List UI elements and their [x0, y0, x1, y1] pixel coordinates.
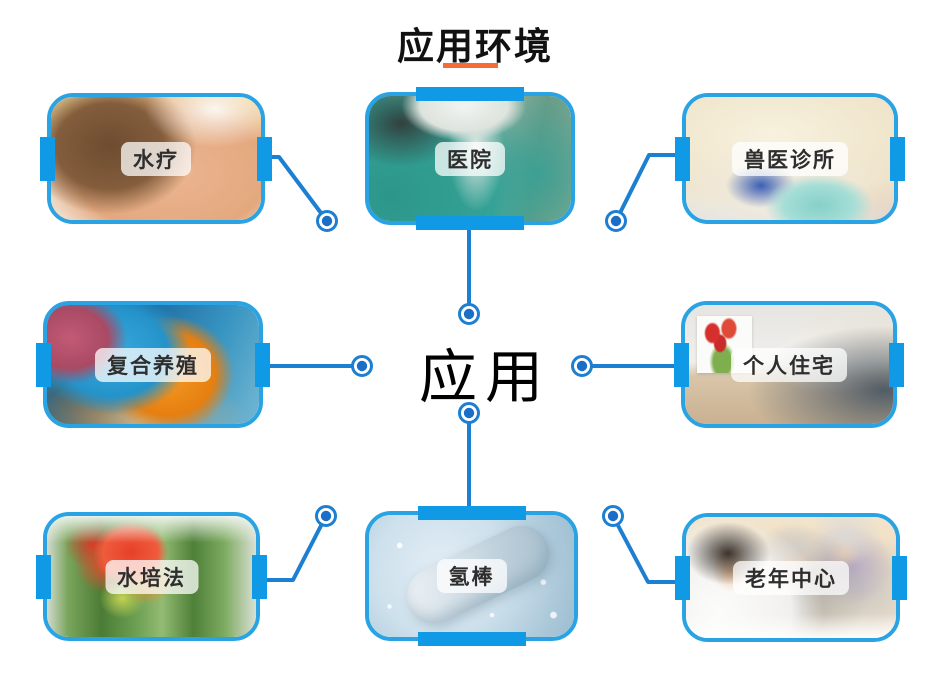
connector-dot [316, 210, 338, 232]
connector-dot [605, 210, 627, 232]
hydroponics-photo-frame [43, 512, 260, 641]
connector-tab-left [36, 342, 51, 387]
connector-tab-right [257, 136, 272, 181]
connector-line-spa [268, 155, 329, 223]
card-label-residence: 个人住宅 [731, 347, 847, 382]
residence-photo-frame [681, 301, 897, 428]
card-label-senior-center: 老年中心 [733, 560, 849, 595]
card-label-hydrogen-rod: 氢棒 [436, 559, 507, 593]
connector-tab-right [252, 554, 267, 599]
card-label-hydroponics: 水培法 [105, 559, 198, 594]
connector-tab-left [675, 136, 690, 181]
app-card-hydroponics: 水培法 [36, 512, 267, 641]
card-label-spa: 水疗 [121, 141, 191, 176]
vet-photo-frame [682, 93, 898, 224]
connector-dot [571, 355, 593, 377]
app-card-residence: 个人住宅 [674, 301, 904, 428]
connector-tab-right [889, 342, 904, 387]
residence-photo [685, 305, 893, 424]
connector-dot [602, 505, 624, 527]
app-card-senior-center: 老年中心 [675, 513, 907, 642]
app-card-hospital: 医院 [365, 87, 575, 230]
app-card-hydrogen-rod: 氢棒 [365, 506, 578, 646]
connector-dot [315, 505, 337, 527]
connector-tab-bottom [417, 632, 526, 646]
connector-tab-left [40, 136, 55, 181]
app-card-vet-clinic: 兽医诊所 [675, 93, 905, 224]
connector-tab-right [890, 136, 905, 181]
card-label-aquaculture: 复合养殖 [95, 347, 211, 382]
hydrogen-rod-photo-frame [365, 511, 578, 641]
app-card-aquaculture: 复合养殖 [36, 301, 270, 428]
connector-line-vet [614, 153, 681, 222]
card-label-vet-clinic: 兽医诊所 [732, 141, 848, 176]
tulip-artwork [697, 315, 752, 373]
connector-line-senior [611, 515, 684, 584]
connector-tab-right [892, 555, 907, 600]
connector-tab-right [255, 342, 270, 387]
connector-dot [351, 355, 373, 377]
title-underline [443, 63, 498, 68]
connector-tab-left [36, 554, 51, 599]
app-card-spa: 水疗 [40, 93, 272, 224]
connector-tab-bottom [416, 216, 524, 230]
connector-dot [458, 303, 480, 325]
connector-tab-left [675, 555, 690, 600]
connector-tab-top [417, 506, 526, 520]
center-node-label: 应用 [418, 345, 551, 410]
page-title: 应用环境 [397, 26, 553, 67]
card-label-hospital: 医院 [435, 141, 505, 176]
connector-tab-left [674, 342, 689, 387]
connector-tab-top [416, 87, 524, 101]
